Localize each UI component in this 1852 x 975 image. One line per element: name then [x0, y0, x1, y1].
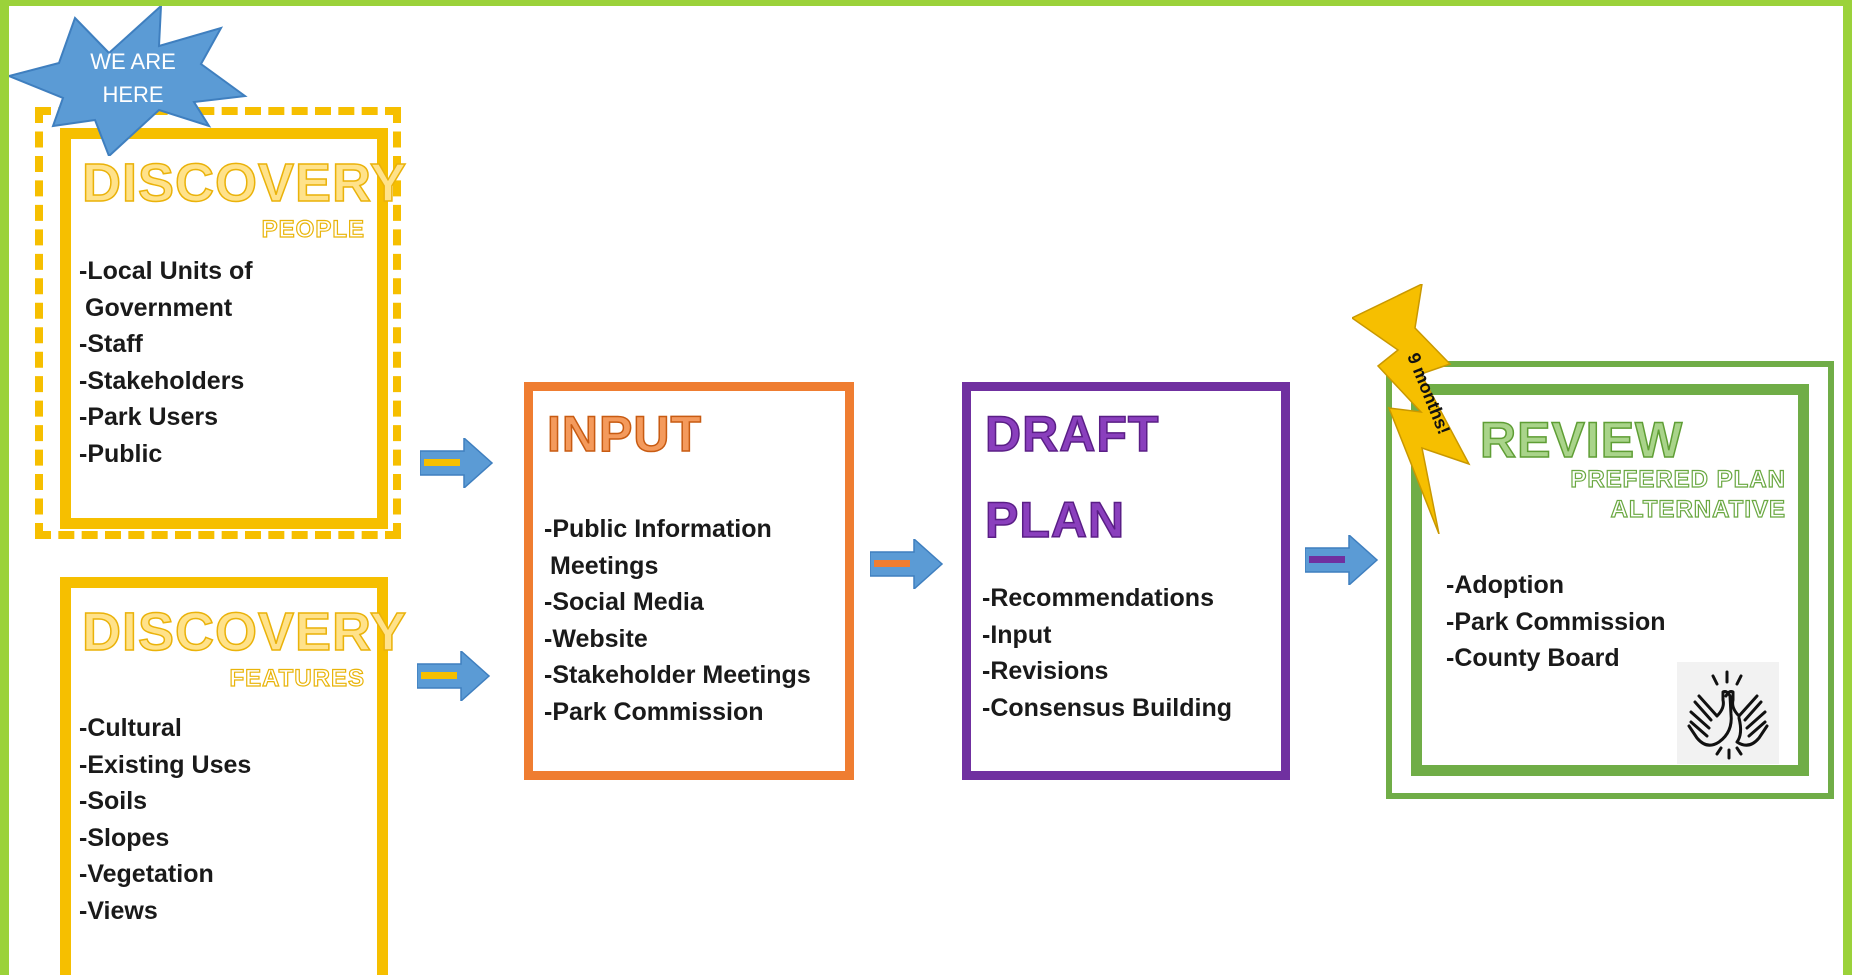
list-item: -Revisions — [982, 657, 1109, 685]
arrow-input-to-draft — [870, 539, 944, 589]
draft-plan-box: DRAFT PLAN -Recommendations -Input -Revi… — [962, 382, 1290, 780]
review-subtitle: PREFERED PLAN ALTERNATIVE — [1570, 465, 1786, 525]
list-item: -Vegetation — [79, 860, 214, 888]
list-item: Meetings — [550, 551, 659, 580]
list-item: -Stakeholders — [79, 366, 245, 395]
clapping-hands-icon — [1677, 662, 1779, 764]
list-item: -Website — [544, 624, 648, 653]
discovery-features-title: DISCOVERY — [81, 602, 408, 662]
input-list: -Public Information Meetings -Social Med… — [544, 511, 811, 730]
process-diagram: DISCOVERY PEOPLE -Local Units of Governm… — [9, 6, 1843, 975]
list-item: -Input — [982, 620, 1052, 649]
arrow-accent — [1309, 556, 1345, 563]
starburst-shape — [9, 6, 248, 156]
list-item: -Views — [79, 896, 158, 925]
arrow-accent — [874, 560, 910, 567]
discovery-features-list: -Cultural -Existing Uses -Soils -Slopes … — [79, 710, 251, 929]
draft-plan-title-line2: PLAN — [984, 492, 1126, 548]
bolt-shape — [1352, 284, 1471, 534]
draft-plan-title-line1: DRAFT — [984, 406, 1160, 462]
list-item: -Public Information — [544, 515, 772, 543]
review-title: REVIEW — [1479, 412, 1684, 468]
discovery-people-title: DISCOVERY — [81, 153, 408, 213]
current-stage-frame — [35, 107, 401, 539]
discovery-features-box: DISCOVERY FEATURES -Cultural -Existing U… — [60, 577, 407, 975]
list-item: -Soils — [79, 787, 148, 815]
list-item: -Existing Uses — [79, 750, 252, 779]
review-subtitle-line2: ALTERNATIVE — [1610, 495, 1786, 523]
discovery-people-box: DISCOVERY PEOPLE -Local Units of Governm… — [60, 128, 407, 529]
list-item: -County Board — [1446, 644, 1620, 672]
draft-plan-list: -Recommendations -Input -Revisions -Cons… — [982, 580, 1232, 726]
discovery-people-list: -Local Units of Government -Staff -Stake… — [79, 253, 253, 472]
list-item: -Adoption — [1446, 571, 1565, 599]
list-item: -Park Users — [79, 403, 218, 431]
discovery-people-subtitle: PEOPLE — [261, 215, 365, 243]
we-are-here-text: WE ARE HERE — [90, 49, 176, 107]
lightning-bolt-icon: 9 months! — [1352, 284, 1471, 534]
list-item: -Consensus Building — [982, 693, 1232, 722]
starburst-callout — [9, 6, 248, 156]
list-item: -Staff — [79, 330, 143, 358]
list-item: -Public — [79, 439, 163, 468]
list-item: -Park Commission — [544, 697, 764, 726]
arrow-draft-to-review — [1305, 535, 1379, 585]
input-title: INPUT — [546, 406, 702, 462]
arrow-accent — [421, 672, 457, 679]
clapping-hands-graphic — [1687, 670, 1769, 760]
we-are-here-label: WE ARE HERE — [73, 45, 193, 111]
list-item: -Slopes — [79, 823, 170, 852]
list-item: -Social Media — [544, 588, 704, 616]
review-list: -Adoption -Park Commission -County Board — [1446, 567, 1666, 677]
list-item: -Local Units of — [79, 257, 253, 285]
list-item: -Cultural — [79, 714, 182, 742]
input-box: INPUT -Public Information Meetings -Soci… — [524, 382, 854, 780]
list-item: -Stakeholder Meetings — [544, 661, 811, 689]
arrow-accent — [424, 459, 460, 466]
list-item: -Park Commission — [1446, 607, 1666, 636]
review-subtitle-line1: PREFERED PLAN — [1570, 465, 1786, 493]
list-item: Government — [85, 293, 233, 322]
list-item: -Recommendations — [982, 584, 1214, 612]
discovery-features-subtitle: FEATURES — [229, 664, 365, 692]
arrow-people-to-input — [420, 438, 494, 488]
arrow-features-to-input — [417, 651, 491, 701]
